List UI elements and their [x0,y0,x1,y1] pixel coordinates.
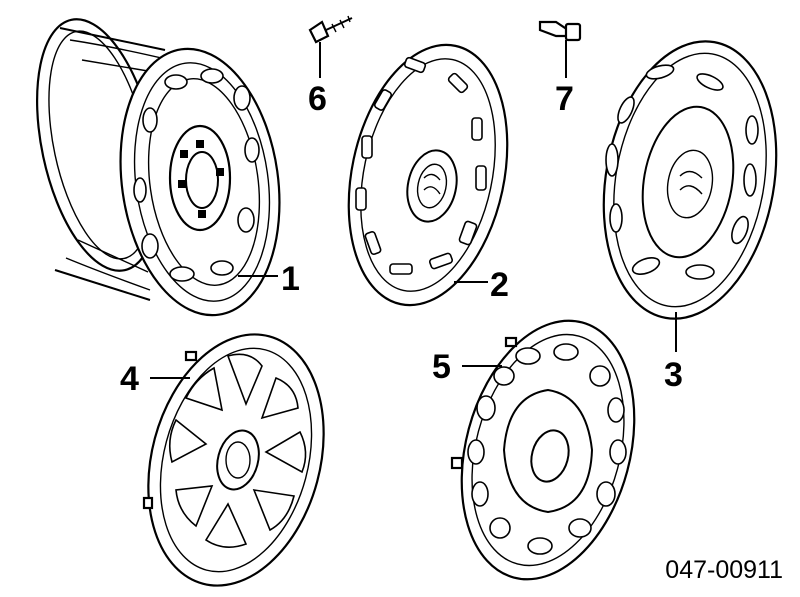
cover-5-holes [467,343,627,555]
cover-4-spokes [168,353,307,548]
wheel-cover-2 [347,43,509,307]
steel-wheel [36,18,281,317]
wheel-cover-4 [142,333,325,587]
reference-number: 047-00911 [665,556,783,584]
callout-2: 2 [490,266,509,304]
wheel-cover-3 [602,40,778,320]
callout-4: 4 [120,360,139,398]
callout-3: 3 [664,356,683,394]
valve-stem-7 [538,20,582,42]
callout-6: 6 [308,80,327,118]
callout-5: 5 [432,348,451,386]
wheel-cover-5 [450,319,636,581]
rim-vent-holes [133,68,260,282]
callout-7: 7 [555,80,574,118]
callout-1: 1 [281,260,300,298]
screw-6 [308,15,353,44]
cover-3-slots [605,64,759,280]
cover-2-slots [355,56,487,275]
